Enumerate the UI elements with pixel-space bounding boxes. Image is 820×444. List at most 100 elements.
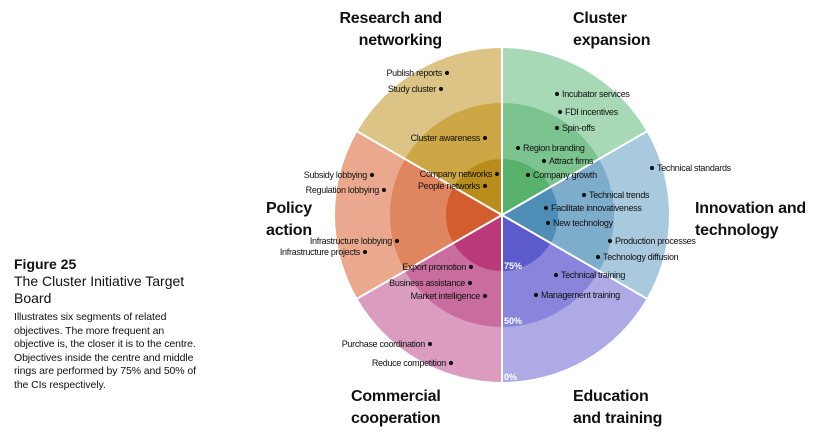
- bullet-dot-icon: [541, 158, 547, 164]
- objective-item: Technical training: [553, 270, 626, 280]
- bullet-dot-icon: [554, 91, 560, 97]
- objective-label: Regulation lobbying: [306, 185, 380, 195]
- objective-label: Export promotion: [402, 262, 466, 272]
- segment-divider: [356, 214, 503, 300]
- segment-title-line: Research and: [339, 10, 442, 27]
- bullet-dot-icon: [394, 238, 400, 244]
- wedge-education-inner: [502, 215, 551, 271]
- wedge-research-inner: [453, 159, 502, 215]
- segment-divider: [501, 214, 648, 300]
- objective-label: Publish reports: [386, 68, 442, 78]
- objective-label: Purchase coordination: [342, 339, 426, 349]
- objective-item: Infrastructure lobbying: [310, 236, 400, 246]
- objective-label: Company networks: [420, 169, 493, 179]
- bullet-dot-icon: [515, 145, 521, 151]
- bullet-dot-icon: [533, 292, 539, 298]
- segment-title-line: Policy: [266, 200, 312, 217]
- bullet-dot-icon: [381, 187, 387, 193]
- bullet-dot-icon: [468, 264, 474, 270]
- objective-item: New technology: [545, 218, 614, 228]
- objective-item: Purchase coordination: [342, 339, 433, 349]
- bullet-dot-icon: [448, 360, 454, 366]
- bullet-dot-icon: [494, 171, 500, 177]
- objective-label: People networks: [418, 181, 481, 191]
- bullet-dot-icon: [482, 293, 488, 299]
- segment-divider: [501, 130, 648, 216]
- objective-item: Technology diffusion: [595, 252, 679, 262]
- wedge-commercial-inner: [453, 215, 502, 271]
- segment-title-policy: Policy action: [266, 198, 312, 242]
- segment-title-research: Research and networking: [338, 8, 442, 52]
- objective-item: Publish reports: [386, 68, 450, 78]
- objective-item: Subsidy lobbying: [304, 170, 375, 180]
- segment-title-commercial: Commercial cooperation: [351, 386, 441, 430]
- segment-title-expansion: Cluster expansion: [573, 8, 651, 52]
- objective-item: Infrastructure projects: [280, 247, 368, 257]
- ring-label-50: 50%: [504, 316, 522, 326]
- objective-item: Export promotion: [402, 262, 474, 272]
- objective-item: Regulation lobbying: [306, 185, 387, 195]
- segment-title-education: Education and training: [573, 386, 662, 430]
- bullet-dot-icon: [482, 135, 488, 141]
- objective-label: Incubator services: [562, 89, 630, 99]
- bullet-dot-icon: [482, 183, 488, 189]
- objective-label: Spin-offs: [562, 123, 595, 133]
- objective-item: Cluster awareness: [411, 133, 488, 143]
- objective-label: New technology: [553, 218, 614, 228]
- board-wedges: [334, 48, 670, 382]
- figure-title: The Cluster Initiative Target Board: [14, 273, 185, 306]
- figure-label: Figure 25: [14, 256, 77, 272]
- segment-title-line: Innovation and: [695, 200, 806, 217]
- objective-item: Company networks: [420, 169, 500, 179]
- segment-title-line: networking: [358, 32, 443, 49]
- objective-label: Production processes: [615, 236, 696, 246]
- objective-item: Region branding: [515, 143, 585, 153]
- objective-item: Production processes: [607, 236, 697, 246]
- objective-item: Technical trends: [581, 190, 650, 200]
- board-dividers: [356, 48, 648, 382]
- segment-title-line: technology: [695, 222, 779, 239]
- objective-label: Facilitate innovativeness: [551, 203, 642, 213]
- objective-label: Attract firms: [549, 156, 594, 166]
- objective-item: Facilitate innovativeness: [543, 203, 643, 213]
- segment-title-line: and training: [573, 410, 663, 427]
- wedge-policy-inner: [445, 187, 502, 243]
- bullet-dot-icon: [595, 254, 601, 260]
- objective-item: Attract firms: [541, 156, 594, 166]
- figure-caption: Figure 25 The Cluster Initiative Target …: [14, 256, 196, 393]
- objective-label: Technology diffusion: [603, 252, 679, 262]
- objective-item: Incubator services: [554, 89, 631, 99]
- objective-label: FDI incentives: [565, 107, 619, 117]
- segment-title-line: Cluster: [573, 10, 627, 27]
- objective-label: Business assistance: [389, 278, 465, 288]
- figure-description: Illustrates six segments of related obje…: [14, 311, 196, 391]
- objective-item: FDI incentives: [557, 107, 619, 117]
- segment-title-line: Commercial: [351, 388, 441, 405]
- objective-item: Technical standards: [649, 163, 732, 173]
- objective-label: Market intelligence: [411, 291, 481, 301]
- bullet-dot-icon: [581, 192, 587, 198]
- bullet-dot-icon: [554, 125, 560, 131]
- bullet-dot-icon: [607, 238, 613, 244]
- objective-label: Cluster awareness: [411, 133, 481, 143]
- bullet-dot-icon: [553, 272, 559, 278]
- objective-label: Reduce competition: [372, 358, 446, 368]
- objective-label: Company growth: [533, 170, 597, 180]
- bullet-dot-icon: [369, 172, 375, 178]
- objective-label: Infrastructure lobbying: [310, 236, 392, 246]
- ring-label-75: 75%: [504, 261, 522, 271]
- bullet-dot-icon: [649, 165, 655, 171]
- objective-item: Study cluster: [388, 84, 444, 94]
- segment-title-line: cooperation: [351, 410, 441, 427]
- objective-item: Spin-offs: [554, 123, 596, 133]
- objective-item: Market intelligence: [411, 291, 488, 301]
- objective-item: Reduce competition: [372, 358, 454, 368]
- objective-label: Subsidy lobbying: [304, 170, 368, 180]
- segment-title-line: action: [266, 222, 312, 239]
- objective-label: Management training: [541, 290, 620, 300]
- wedge-expansion-inner: [502, 159, 551, 215]
- bullet-dot-icon: [444, 70, 450, 76]
- wedge-innovation-inner: [502, 187, 559, 243]
- objective-label: Technical standards: [657, 163, 732, 173]
